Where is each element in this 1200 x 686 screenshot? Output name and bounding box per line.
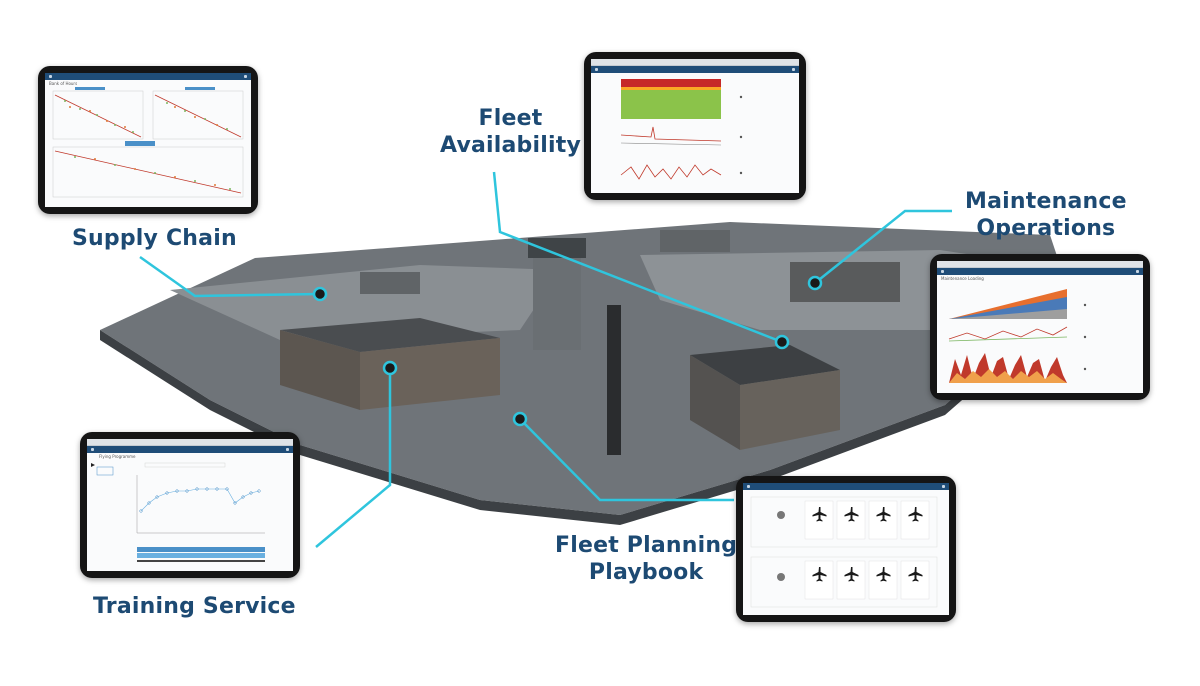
control-tower-cab <box>528 238 586 258</box>
tablet-fleet-planning-playbook-screen <box>743 483 949 615</box>
hangar-roof-right <box>690 345 840 385</box>
label-fleet-planning-playbook-line2: Playbook <box>588 560 704 585</box>
tablet-maintenance-operations: Maintenance Loading <box>930 254 1150 400</box>
node-fleet-availability <box>774 334 790 350</box>
app-header <box>591 66 799 73</box>
app-header <box>87 446 293 453</box>
tablet-fleet-planning-playbook <box>736 476 956 622</box>
connector-fleet-planning <box>519 418 734 502</box>
user-icon <box>942 485 945 488</box>
tablet-training-service-screen: Flying Programme <box>87 439 293 571</box>
scatter-plots-thumbnail <box>52 87 244 198</box>
connector-training-service <box>315 368 392 548</box>
tablet-fleet-availability <box>584 52 806 200</box>
tablet-supply-chain: Bank of Hours <box>38 66 258 214</box>
app-header <box>743 483 949 490</box>
user-icon <box>286 448 289 451</box>
tablet-supply-chain-screen: Bank of Hours <box>45 73 251 207</box>
label-fleet-planning-playbook: Fleet Planning Playbook <box>555 532 737 586</box>
far-building-1 <box>660 230 730 252</box>
menu-icon <box>941 270 944 273</box>
tablet-training-service: Flying Programme <box>80 432 300 578</box>
connector-supply-chain <box>139 255 321 298</box>
node-fleet-planning <box>512 411 528 427</box>
browser-chrome <box>591 59 799 66</box>
app-header <box>45 73 251 80</box>
airbase-apron <box>170 265 560 340</box>
menu-icon <box>91 448 94 451</box>
user-icon <box>792 68 795 71</box>
availability-charts-thumbnail <box>620 79 743 180</box>
connector-lines <box>139 171 952 548</box>
label-supply-chain: Supply Chain <box>72 226 237 251</box>
hangar-wall-right-side <box>740 370 840 450</box>
label-maintenance-operations-line2: Operations <box>976 216 1116 241</box>
hangar-wall-left <box>280 330 360 410</box>
label-fleet-availability-line2: Availability <box>440 133 581 158</box>
app-header <box>937 268 1143 275</box>
user-icon <box>244 75 247 78</box>
connector-nodes <box>312 275 823 427</box>
tablet-supply-chain-title: Bank of Hours <box>49 81 78 86</box>
maintenance-building <box>790 262 900 302</box>
menu-icon <box>595 68 598 71</box>
node-training-service <box>382 360 398 376</box>
tablet-training-service-title: Flying Programme <box>99 454 136 459</box>
airplane-icons <box>812 507 923 582</box>
label-maintenance-operations-line1: Maintenance <box>965 189 1127 214</box>
maintenance-charts-thumbnail <box>948 289 1087 383</box>
airplane-icon <box>91 463 95 467</box>
tablet-fleet-availability-screen <box>591 59 799 193</box>
aircraft-cards-thumbnail <box>750 496 938 608</box>
far-building-2 <box>360 272 420 294</box>
lattice-mast <box>607 305 621 455</box>
connector-fleet-availability <box>492 171 783 344</box>
tablet-maintenance-operations-screen: Maintenance Loading <box>937 261 1143 393</box>
label-training-service: Training Service <box>93 594 296 619</box>
node-maintenance-operations <box>807 275 823 291</box>
label-maintenance-operations: Maintenance Operations <box>965 188 1127 242</box>
menu-icon <box>49 75 52 78</box>
control-tower <box>533 250 581 350</box>
label-fleet-availability: Fleet Availability <box>440 105 581 159</box>
label-fleet-availability-line1: Fleet <box>478 106 543 131</box>
hangar-wall-front <box>360 338 500 410</box>
browser-chrome <box>937 261 1143 268</box>
browser-chrome <box>87 439 293 446</box>
flying-programme-chart-thumbnail <box>91 462 265 562</box>
node-supply-chain <box>312 286 328 302</box>
connector-maintenance-operations <box>814 209 952 284</box>
user-icon <box>1136 270 1139 273</box>
hangar-wall-right-front <box>690 355 740 450</box>
label-fleet-planning-playbook-line1: Fleet Planning <box>555 533 738 558</box>
menu-icon <box>747 485 750 488</box>
tablet-maintenance-operations-title: Maintenance Loading <box>941 276 984 281</box>
